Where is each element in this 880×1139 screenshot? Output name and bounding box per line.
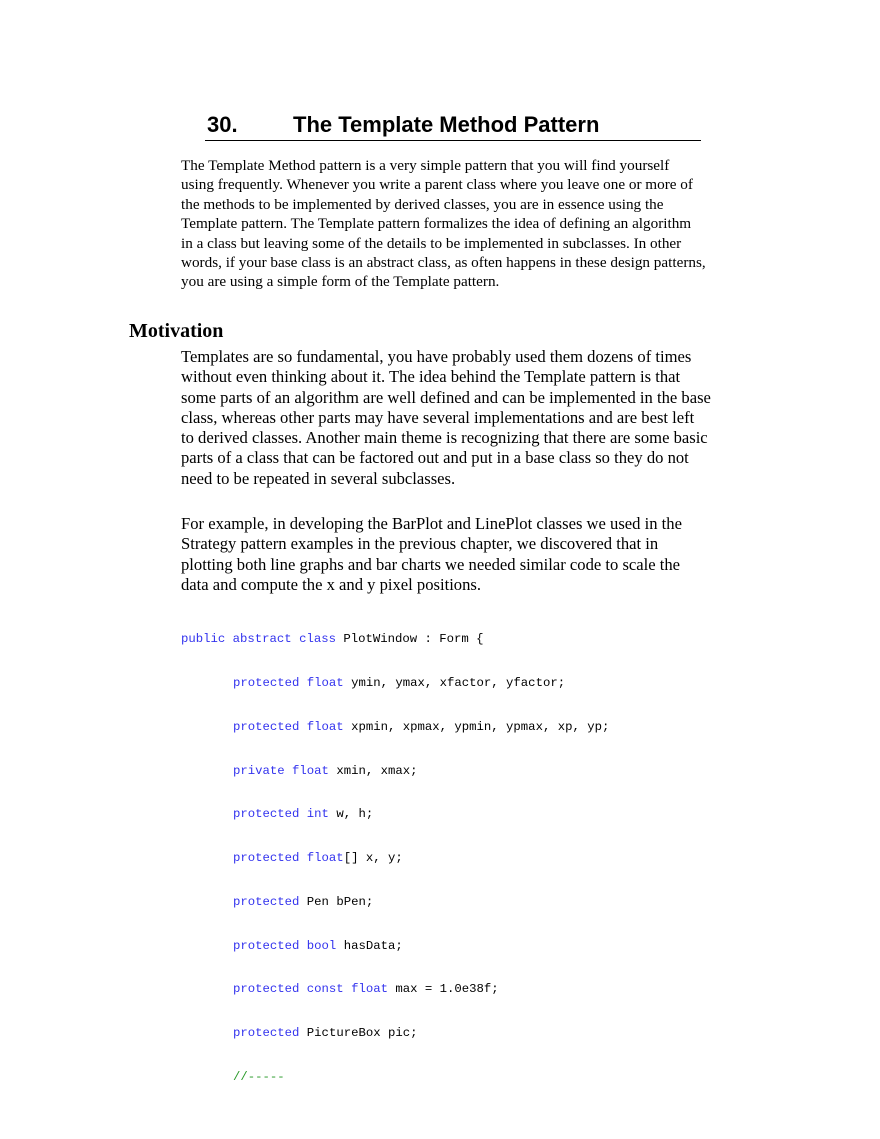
code-comment: //----- (233, 1070, 285, 1084)
motivation-paragraph-2: For example, in developing the BarPlot a… (181, 514, 682, 594)
code-keyword: public abstract class (181, 632, 336, 647)
code-text: w, h; (328, 807, 374, 822)
code-line: protected float xpmin, xpmax, ypmin, ypm… (181, 720, 609, 735)
code-keyword: protected float (233, 719, 344, 734)
code-text: xmin, xmax; (328, 763, 418, 778)
chapter-number: 30. (207, 112, 238, 137)
code-text: PlotWindow : Form { (335, 632, 484, 647)
section-heading-motivation: Motivation (129, 320, 224, 342)
code-keyword: protected int (233, 807, 329, 822)
code-listing: public abstract class PlotWindow : Form … (181, 603, 609, 1099)
code-keyword: private float (233, 763, 329, 778)
code-text: Pen bPen; (299, 894, 374, 909)
code-keyword: protected float (233, 851, 344, 866)
code-line: protected PictureBox pic; (181, 1026, 609, 1041)
code-keyword: protected float (233, 675, 344, 690)
code-keyword: protected (233, 1026, 300, 1041)
motivation-paragraph-1: Templates are so fundamental, you have p… (181, 347, 711, 488)
chapter-title: 30. The Template Method Pattern (205, 110, 701, 141)
intro-paragraph: The Template Method pattern is a very si… (181, 157, 706, 291)
code-line: protected const float max = 1.0e38f; (181, 982, 609, 997)
code-keyword: protected const float (233, 982, 388, 997)
code-line: public abstract class PlotWindow : Form … (181, 632, 609, 647)
code-text: [] x, y; (343, 851, 403, 866)
code-line: protected int w, h; (181, 807, 609, 822)
code-line: protected float[] x, y; (181, 851, 609, 866)
code-line: protected float ymin, ymax, xfactor, yfa… (181, 676, 609, 691)
code-text: PictureBox pic; (299, 1026, 418, 1041)
code-line: protected Pen bPen; (181, 895, 609, 910)
chapter-title-text: The Template Method Pattern (293, 112, 600, 137)
code-keyword: protected bool (233, 938, 337, 953)
code-line: private float xmin, xmax; (181, 764, 609, 779)
code-text: hasData; (336, 938, 403, 953)
code-line: //----- (181, 1070, 609, 1085)
code-line: protected bool hasData; (181, 939, 609, 954)
code-keyword: protected (233, 894, 300, 909)
code-text: max = 1.0e38f; (387, 982, 499, 997)
code-text: xpmin, xpmax, ypmin, ypmax, xp, yp; (343, 719, 610, 734)
code-text: ymin, ymax, xfactor, yfactor; (343, 675, 566, 690)
